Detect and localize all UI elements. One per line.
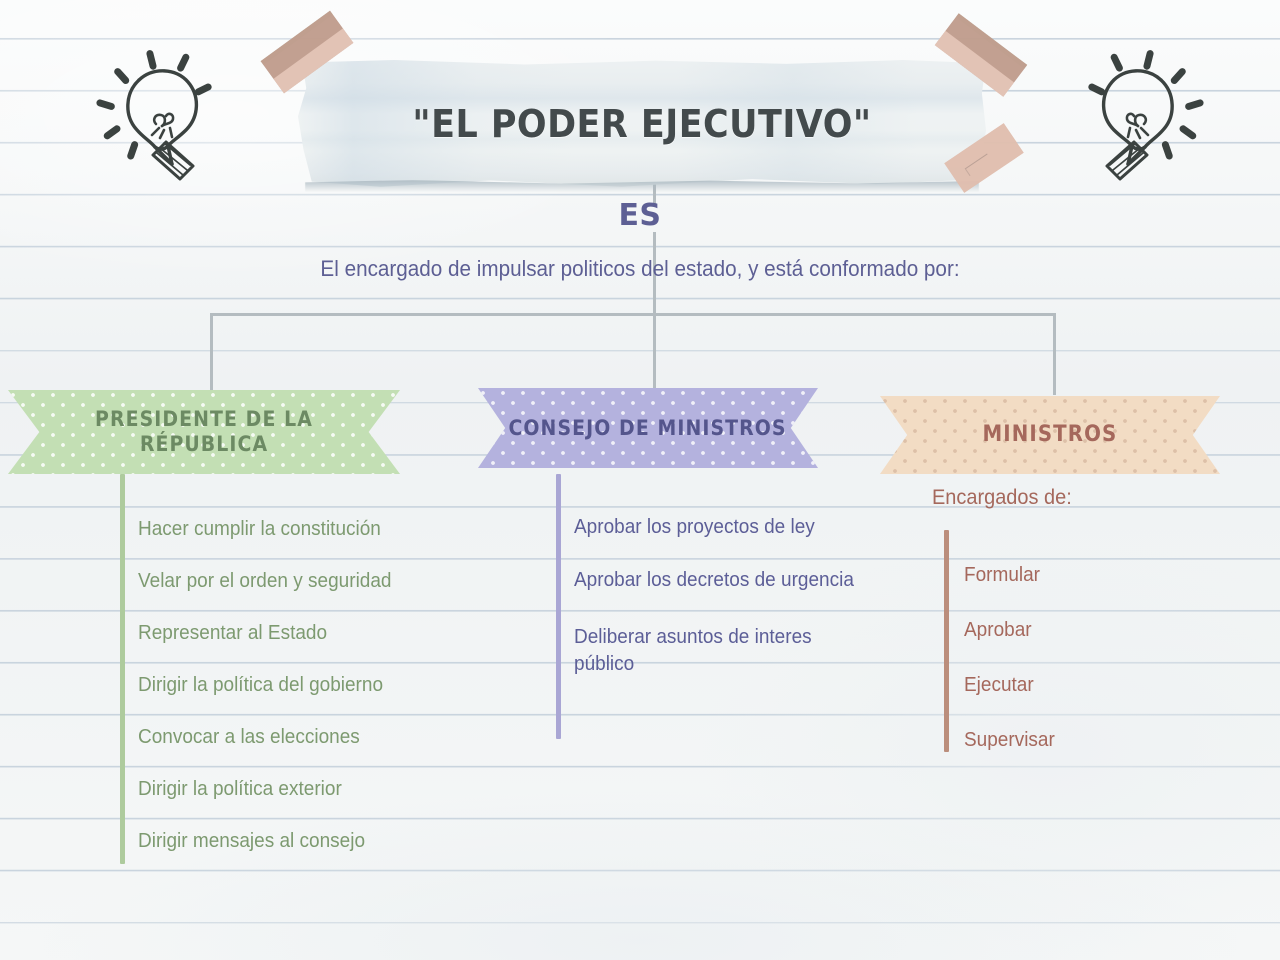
lightbulb-icon: [1068, 42, 1208, 182]
list-item: Ejecutar: [964, 674, 1034, 696]
list-item: Dirigir la política del gobierno: [138, 674, 384, 696]
page-title: "EL PODER EJECUTIVO": [412, 102, 872, 146]
list-item: Aprobar: [964, 619, 1032, 641]
branch-banner-ministros[interactable]: MINISTROS: [880, 396, 1220, 474]
torn-paper-shape: [298, 60, 986, 187]
connector-line-branch-left: [210, 313, 213, 395]
branch-banner-label: PRESIDENTE DE LA RÉPUBLICA: [95, 407, 313, 456]
list-item: Dirigir la política exterior: [138, 778, 342, 800]
list-item: Supervisar: [964, 729, 1055, 751]
list-item: Convocar a las elecciones: [138, 726, 360, 748]
list-item: Deliberar asuntos de interes público: [574, 626, 812, 675]
accent-bar: [556, 474, 561, 739]
connector-line-branch-right: [1053, 313, 1056, 395]
list-item: Velar por el orden y seguridad: [138, 570, 392, 592]
branch-banner-presidente[interactable]: PRESIDENTE DE LA RÉPUBLICA: [8, 390, 400, 474]
list-item: Representar al Estado: [138, 622, 328, 644]
connector-line-es: [653, 232, 656, 314]
list-item: Formular: [964, 564, 1041, 586]
accent-bar: [120, 474, 125, 864]
connector-line-branch-middle: [653, 313, 656, 395]
paper-shadow: [304, 180, 980, 192]
subtitle-text: El encargado de impulsar politicos del e…: [320, 256, 960, 281]
branch-banner-label: CONSEJO DE MINISTROS: [508, 415, 788, 440]
list-item: Hacer cumplir la constitución: [138, 518, 381, 540]
list-item: Aprobar los decretos de urgencia: [574, 569, 854, 591]
connector-horizontal-bar: [210, 313, 1056, 316]
list-item: Dirigir mensajes al consejo: [138, 830, 366, 852]
title-banner: "EL PODER EJECUTIVO": [298, 60, 986, 192]
accent-bar: [944, 530, 949, 752]
branch-banner-consejo[interactable]: CONSEJO DE MINISTROS: [478, 388, 818, 468]
branch-banner-label: MINISTROS: [982, 422, 1118, 448]
list-item: Aprobar los proyectos de ley: [574, 516, 815, 538]
relation-label-es: ES: [618, 198, 662, 233]
lightbulb-icon: [92, 42, 232, 182]
branch-caption-ministros: Encargados de:: [932, 486, 1072, 509]
